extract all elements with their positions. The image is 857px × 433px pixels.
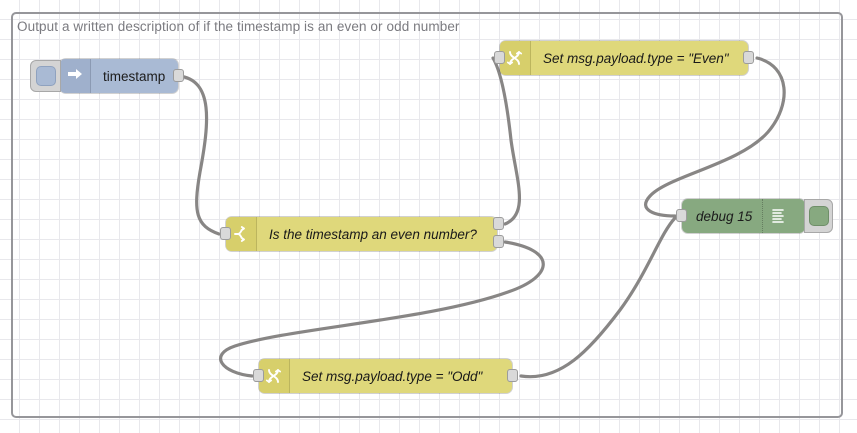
output-port-0[interactable] [743, 51, 754, 64]
group-label: Output a written description of if the t… [17, 19, 460, 34]
input-port[interactable] [494, 51, 505, 64]
input-port[interactable] [253, 369, 264, 382]
node-group-container[interactable] [11, 12, 843, 418]
input-port[interactable] [676, 209, 687, 222]
node-change-odd[interactable]: Set msg.payload.type = "Odd" [253, 359, 518, 393]
input-port[interactable] [220, 227, 231, 240]
inject-trigger-button[interactable] [30, 60, 61, 92]
node-label: debug 15 [696, 208, 753, 224]
change-swap-icon [500, 41, 531, 75]
node-inject-timestamp[interactable]: timestamp [30, 59, 184, 93]
node-change-even[interactable]: Set msg.payload.type = "Even" [494, 41, 754, 75]
output-port-0[interactable] [507, 369, 518, 382]
node-label: timestamp [103, 68, 166, 84]
inject-arrow-icon [60, 59, 91, 93]
output-port-1[interactable] [493, 235, 504, 248]
node-label: Set msg.payload.type = "Odd" [302, 368, 483, 384]
debug-lines-icon [762, 199, 793, 233]
output-port-0[interactable] [173, 69, 184, 82]
debug-button-knob [808, 206, 829, 226]
node-debug-15[interactable]: debug 15 [676, 199, 833, 233]
change-swap-icon [259, 359, 290, 393]
node-label: Set msg.payload.type = "Even" [543, 50, 729, 66]
switch-brace-icon [226, 217, 257, 251]
node-label: Is the timestamp an even number? [269, 226, 477, 242]
debug-toggle-button[interactable] [804, 199, 833, 233]
output-port-0[interactable] [493, 217, 504, 230]
node-switch-even-check[interactable]: Is the timestamp an even number? [220, 217, 504, 251]
inject-button-knob [35, 66, 56, 86]
